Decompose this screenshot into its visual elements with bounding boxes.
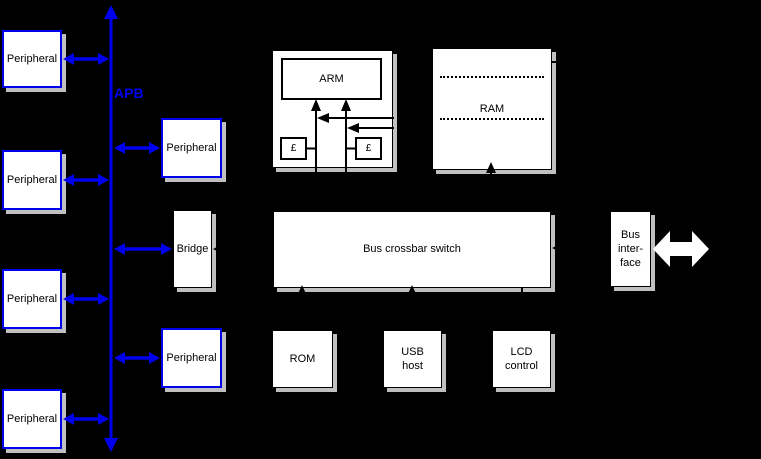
arm-cpu-box: ARM	[281, 58, 382, 100]
apb-bus-up-arrow-icon	[104, 5, 118, 19]
double-arrow-peripheral-left-3-icon	[63, 293, 109, 305]
ram-box: RAM	[432, 48, 552, 170]
ram-dotted-divider-top	[440, 76, 544, 78]
apb-peripheral-connectors	[63, 53, 172, 425]
cache-box-left: £	[280, 137, 307, 160]
double-arrow-peripheral-left-2-icon	[63, 174, 109, 186]
external-bus-double-arrow-icon	[653, 231, 709, 267]
peripheral-box-left-3: Peripheral	[2, 269, 62, 329]
cache-box-right: £	[355, 137, 382, 160]
bus-interface-box: Bus inter- face	[610, 211, 651, 287]
peripheral-box-left-2: Peripheral	[2, 150, 62, 210]
lcd-control-box: LCD control	[492, 330, 551, 388]
peripheral-box-left-4: Peripheral	[2, 389, 62, 449]
apb-bus-label: APB	[114, 85, 144, 101]
apb-bus-down-arrow-icon	[104, 438, 118, 452]
double-arrow-peripheral-right-2-icon	[114, 352, 160, 364]
bridge-left-arrow-icon	[213, 243, 225, 255]
double-arrow-peripheral-right-1-icon	[114, 142, 160, 154]
peripheral-box-right-2: Peripheral	[161, 328, 222, 388]
crossbar-left-arrow-icon	[552, 242, 564, 254]
bridge-box: Bridge	[173, 210, 212, 288]
double-arrow-bridge-icon	[114, 243, 172, 255]
double-arrow-peripheral-left-4-icon	[63, 413, 109, 425]
bus-crossbar-switch-box: Bus crossbar switch	[273, 211, 551, 288]
double-arrow-peripheral-left-1-icon	[63, 53, 109, 65]
usb-host-box: USB host	[383, 330, 442, 388]
ram-dotted-divider-bottom	[440, 118, 544, 120]
peripheral-box-right-1: Peripheral	[161, 118, 222, 178]
rom-box: ROM	[272, 330, 333, 388]
peripheral-box-left-1: Peripheral	[2, 30, 62, 88]
apb-bus-line	[104, 5, 118, 452]
